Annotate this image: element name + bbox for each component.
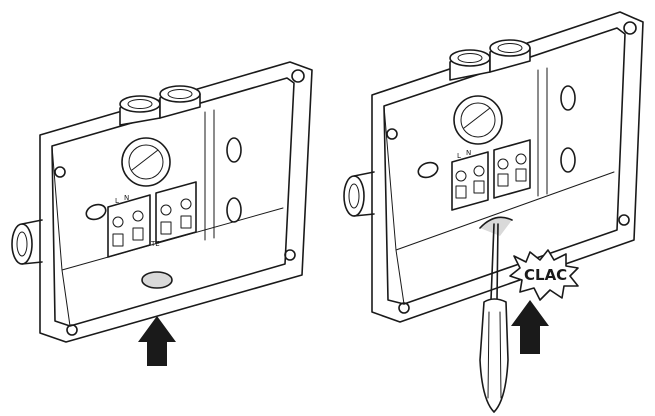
left-up-arrow-icon	[138, 316, 176, 366]
clac-sound-label: CLAC	[524, 266, 567, 284]
left-side-entry	[11, 219, 43, 265]
right-label-n: N	[466, 149, 471, 157]
right-terminal-block: L N	[451, 139, 531, 211]
right-top-entries	[449, 39, 531, 81]
sound-burst-icon: CLAC	[509, 249, 579, 301]
left-junction-box: L N TE	[11, 61, 313, 343]
left-label-te: TE	[150, 240, 160, 248]
left-terminal-block: L N TE	[107, 181, 197, 258]
right-side-entry	[343, 171, 375, 217]
left-knockout-highlight	[142, 272, 172, 288]
right-junction-box: L N	[343, 11, 644, 323]
left-label-n: N	[124, 194, 129, 202]
right-up-arrow-icon	[511, 300, 549, 354]
left-label-l: L	[115, 197, 119, 205]
screwdriver-icon	[479, 223, 509, 413]
right-label-l: L	[457, 152, 461, 160]
left-top-entries	[119, 85, 201, 126]
